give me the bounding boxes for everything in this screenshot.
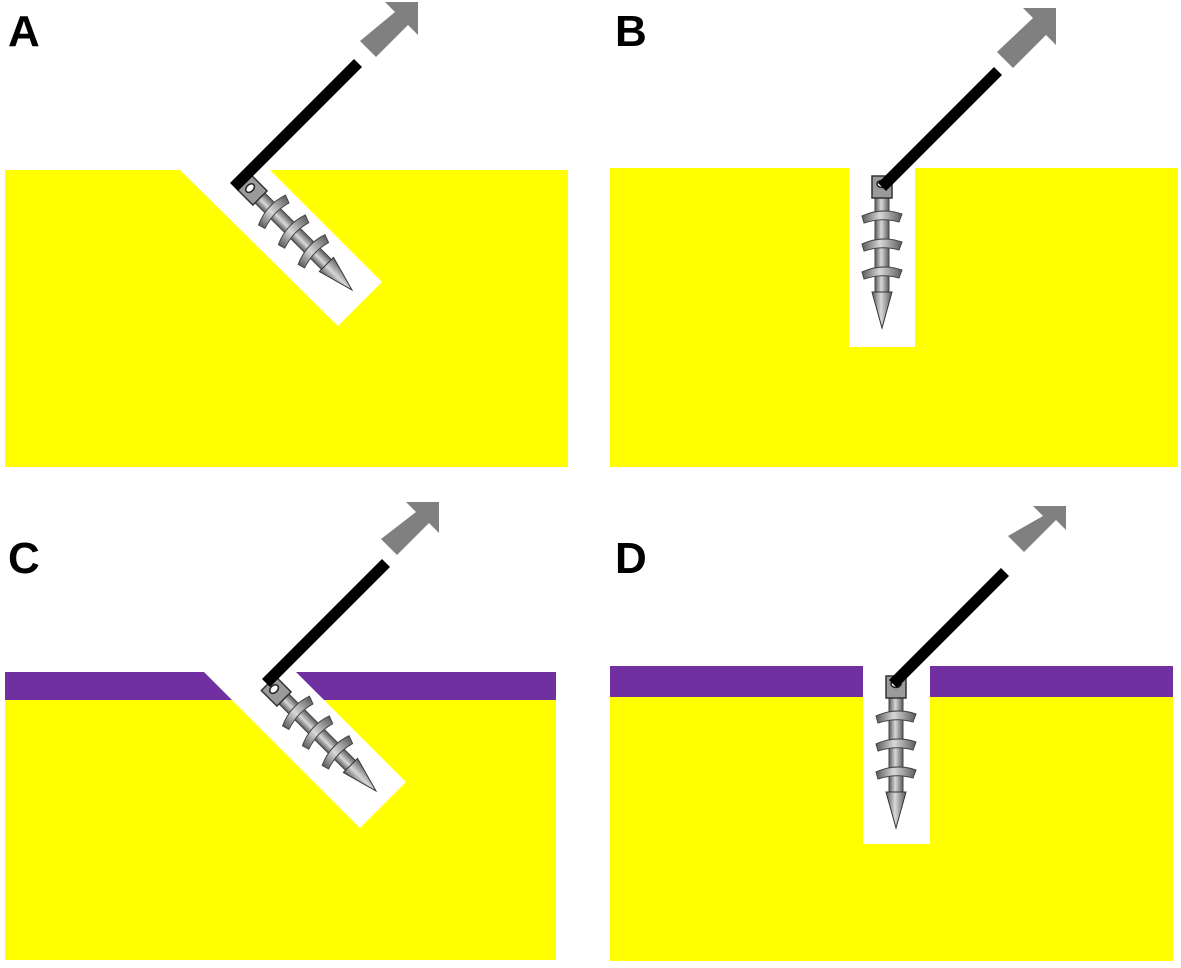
pull-rod xyxy=(878,67,1002,191)
panel-b-drawing xyxy=(610,8,1178,467)
anchor-screw-icon xyxy=(861,175,903,330)
panel-d: D xyxy=(590,484,1180,968)
panel-label-a: A xyxy=(8,7,40,56)
panel-label-b: B xyxy=(615,7,647,56)
panel-c: C xyxy=(0,484,590,968)
pull-rod xyxy=(262,559,390,687)
panel-b: B xyxy=(590,0,1180,484)
anchor-screw-icon xyxy=(236,174,354,292)
anchor-screw-icon xyxy=(875,675,917,830)
cortical-layer xyxy=(610,666,863,697)
cortical-layer xyxy=(930,666,1173,697)
pull-direction-arrow-icon xyxy=(381,502,439,555)
bone-block xyxy=(5,170,568,467)
pull-direction-arrow-icon xyxy=(997,8,1056,68)
panel-c-drawing xyxy=(5,502,556,960)
bone-block xyxy=(610,168,1178,467)
pull-direction-arrow-icon xyxy=(1008,506,1066,552)
cortical-layer xyxy=(5,672,232,700)
pull-rod xyxy=(889,568,1009,688)
bone-block xyxy=(5,700,556,960)
panel-label-d: D xyxy=(615,534,647,583)
panel-a-drawing xyxy=(5,2,568,467)
cortical-layer xyxy=(296,672,556,700)
pull-rod xyxy=(230,59,362,191)
panel-label-c: C xyxy=(8,534,40,583)
pull-direction-arrow-icon xyxy=(360,2,418,57)
panel-a: A xyxy=(0,0,590,484)
bone-block xyxy=(610,697,1173,961)
panel-d-drawing xyxy=(610,506,1173,961)
